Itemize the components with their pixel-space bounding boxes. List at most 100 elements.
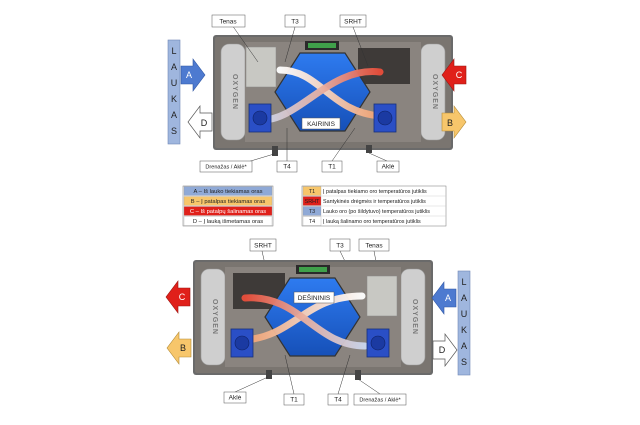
callout-text: T1 <box>328 164 336 171</box>
arrow-d-label: D <box>439 345 446 355</box>
callout-text: T3 <box>336 243 344 250</box>
drain-fitting-right-top <box>366 145 372 153</box>
callout-tenas-top <box>211 14 246 28</box>
arrow-c-bottom <box>165 280 191 314</box>
legend-right-code-swatch <box>302 206 322 216</box>
laukas-letter: A <box>171 62 177 72</box>
legend-right: T1 Į patalpas tiekiamo oro temperatūros j… <box>301 185 447 227</box>
side-label-box-bottom <box>293 291 335 304</box>
legend-right-code-swatch <box>302 216 322 226</box>
callout-tenas-bottom <box>358 238 390 252</box>
callout-text: Drenažas / Aklė* <box>205 165 247 171</box>
arrow-a-label: A <box>445 293 451 303</box>
callout-text: SRHT <box>254 243 272 250</box>
laukas-letter: S <box>461 357 467 367</box>
laukas-letter: A <box>171 110 177 120</box>
laukas-letter: L <box>171 46 176 56</box>
callout-text: Tenas <box>219 19 237 26</box>
side-label-box-top <box>301 117 341 130</box>
laukas-letter: U <box>461 309 468 319</box>
legend-right-code: T3 <box>309 209 315 215</box>
callout-srht-top <box>339 14 367 28</box>
laukas-box-bottom <box>457 270 471 376</box>
callout-text: T1 <box>290 397 298 404</box>
callout-drenazas-top <box>199 160 253 173</box>
brand-label: OXYGEN <box>211 299 218 335</box>
arrow-d-label: D <box>201 118 208 128</box>
side-label-kairinis: KAIRINIS <box>307 121 335 128</box>
callout-text: T4 <box>334 397 342 404</box>
side-label-desininis: DEŠININIS <box>298 293 331 302</box>
callout-text: Tenas <box>365 243 383 250</box>
callout-t3-bottom <box>329 238 351 252</box>
laukas-letter: A <box>461 293 467 303</box>
laukas-letter: A <box>461 341 467 351</box>
laukas-letters-top: L A U K A S <box>171 46 178 136</box>
drain-fitting-right-bottom <box>355 370 361 380</box>
arrow-b-top <box>441 105 467 139</box>
arrow-b-label: B <box>447 118 453 128</box>
legend-right-code-swatch <box>302 196 322 206</box>
arrow-c-top <box>441 58 467 92</box>
legend-left-item: C – Iš patalpų šalinamas oras <box>190 209 266 215</box>
callout-text: Aklė <box>229 395 242 402</box>
legend-right-item: Į patalpas tiekiamo oro temperatūros jut… <box>323 189 427 195</box>
brand-label: OXYGEN <box>431 74 438 110</box>
legend-left: A – Iš lauko tiekiamas oras B – Į patalpa… <box>182 185 274 227</box>
callout-t4-bottom <box>327 393 349 406</box>
laukas-box-top <box>167 39 181 145</box>
brand-label: OXYGEN <box>411 299 418 335</box>
laukas-letter: K <box>461 325 467 335</box>
bottom-unit: SRHT T3 Tenas C B OXYGEN OXYGEN <box>165 238 471 406</box>
callout-t1-bottom <box>283 393 305 406</box>
callout-srht-bottom <box>249 238 277 252</box>
legend-right-code: T1 <box>309 189 315 195</box>
heater-box-bottom <box>366 275 398 317</box>
heater-box-top <box>245 46 277 88</box>
legend-left-swatch <box>183 206 273 216</box>
callout-text: Aklė <box>382 164 395 171</box>
callout-text: T3 <box>291 19 299 26</box>
drain-fitting-left-bottom <box>266 370 272 379</box>
extract-air-path-bottom <box>241 294 369 350</box>
srht-compartment-top <box>358 48 410 84</box>
legend-left-swatch <box>183 196 273 206</box>
legend-right-code: SRHT <box>305 199 320 205</box>
arrow-b-label: B <box>180 343 186 353</box>
arrow-d-top <box>187 104 213 140</box>
callout-text: SRHT <box>344 19 362 26</box>
laukas-letter: U <box>171 78 178 88</box>
legend-left-item: B – Į patalpas tiekiamas oras <box>191 199 266 205</box>
arrow-a-bottom <box>431 281 457 315</box>
callout-t3-top <box>284 14 306 28</box>
callout-text: Drenažas / Aklė* <box>359 398 401 404</box>
laukas-letter: S <box>171 126 177 136</box>
legend-left-swatch <box>183 186 273 196</box>
arrow-c-label: C <box>456 70 463 80</box>
drain-fitting-left-top <box>272 146 278 156</box>
legend-right-code-swatch <box>302 186 322 196</box>
callout-akle-bottom <box>223 391 247 404</box>
top-unit: L A U K A S A D OXYGEN OXYGEN <box>167 14 467 173</box>
legend-left-swatch <box>183 216 273 226</box>
legend-left-item: A – Iš lauko tiekiamas oras <box>194 189 263 195</box>
laukas-letters-bottom: L A U K A S <box>461 277 468 367</box>
callout-drenazas-bottom <box>353 393 407 406</box>
brand-label: OXYGEN <box>231 74 238 110</box>
callout-akle-top <box>376 160 400 173</box>
arrow-a-label: A <box>186 70 192 80</box>
extract-air-path-top <box>258 68 384 124</box>
arrow-b-bottom <box>166 331 192 365</box>
laukas-letter: L <box>461 277 466 287</box>
arrow-a-top <box>180 58 206 92</box>
legend-left-item: D – Į lauką išmetamas oras <box>193 219 263 225</box>
arrow-d-bottom <box>432 332 458 368</box>
legend-right-item: Į lauką šalinamo oro temperatūros jutikl… <box>323 219 421 225</box>
callout-t1-top <box>321 160 343 173</box>
laukas-letter: K <box>171 94 177 104</box>
legend-right-item: Lauko oro (po šildytuvo) temperatūros ju… <box>323 209 430 215</box>
legend-right-item: Santykinės drėgmės ir temperatūros jutik… <box>323 199 426 205</box>
arrow-c-label: C <box>179 292 186 302</box>
legend-right-code: T4 <box>309 219 315 225</box>
